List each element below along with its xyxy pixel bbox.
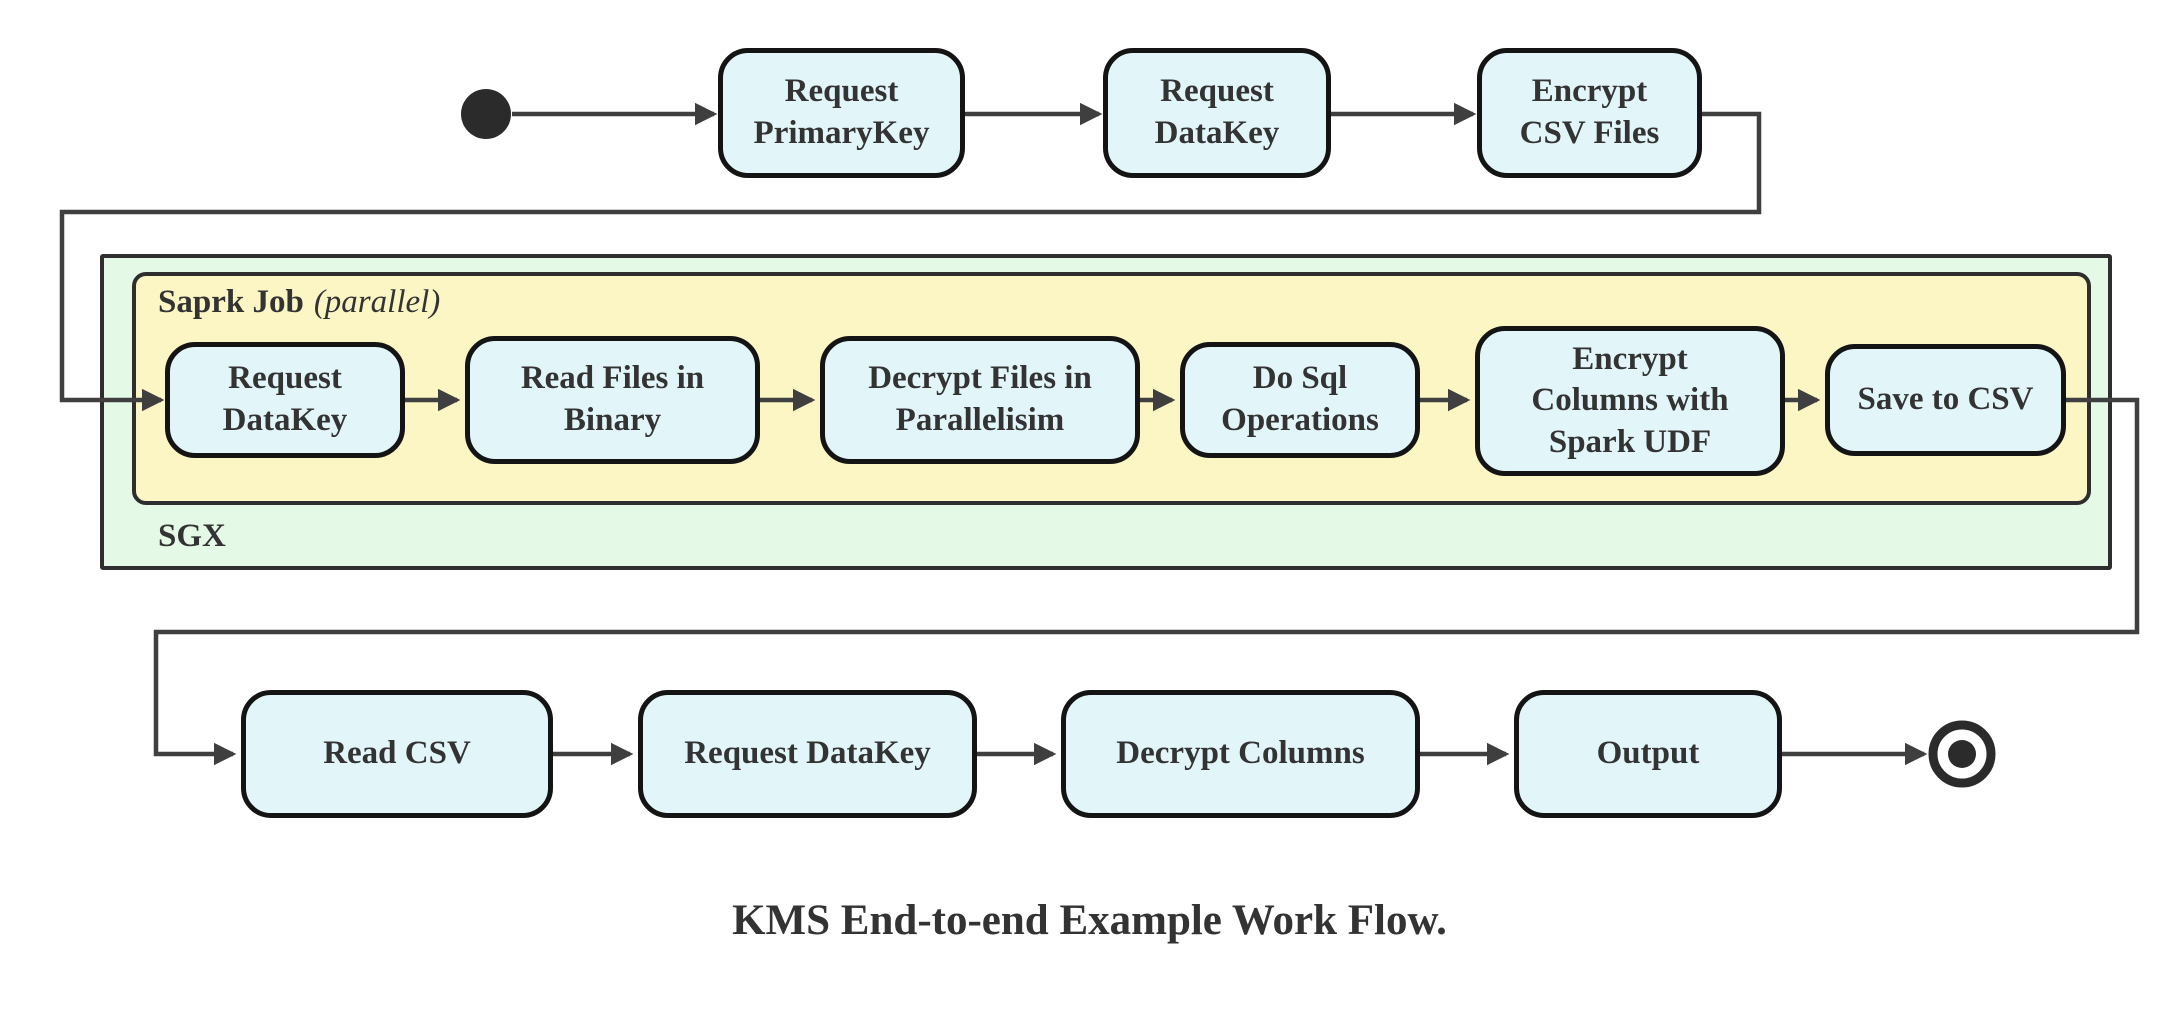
edge-save-to-csv-to-read-csv [153,397,2140,766]
node-decrypt-files-in-parallelisim: Decrypt Files in Parallelisim [820,336,1140,464]
edge-encrypt-csv-files-to-sgx-request-datakey [59,111,1762,412]
sgx-label: SGX [158,518,226,554]
end-node [1928,720,1996,788]
node-decrypt-columns: Decrypt Columns [1061,690,1420,818]
node-request-datakey-bottom: Request DataKey [638,690,977,818]
node-output: Output [1514,690,1782,818]
end-node-inner-dot [1948,740,1976,768]
node-encrypt-csv-files: Encrypt CSV Files [1477,48,1702,178]
start-node [461,89,511,139]
node-request-datakey-sgx: Request DataKey [165,342,405,458]
node-request-primarykey: Request PrimaryKey [718,48,965,178]
node-save-to-csv: Save to CSV [1825,344,2066,456]
spark-job-label: Saprk Job(parallel) [158,284,440,320]
node-read-files-in-binary: Read Files in Binary [465,336,760,464]
spark-job-label-suffix: (parallel) [313,284,441,320]
node-encrypt-columns-with-spark-udf: Encrypt Columns with Spark UDF [1475,326,1785,476]
node-read-csv: Read CSV [241,690,553,818]
diagram-title: KMS End-to-end Example Work Flow. [732,897,1447,944]
node-do-sql-operations: Do Sql Operations [1180,342,1420,458]
node-request-datakey-top: Request DataKey [1103,48,1331,178]
spark-job-label-text: Saprk Job [158,284,304,320]
